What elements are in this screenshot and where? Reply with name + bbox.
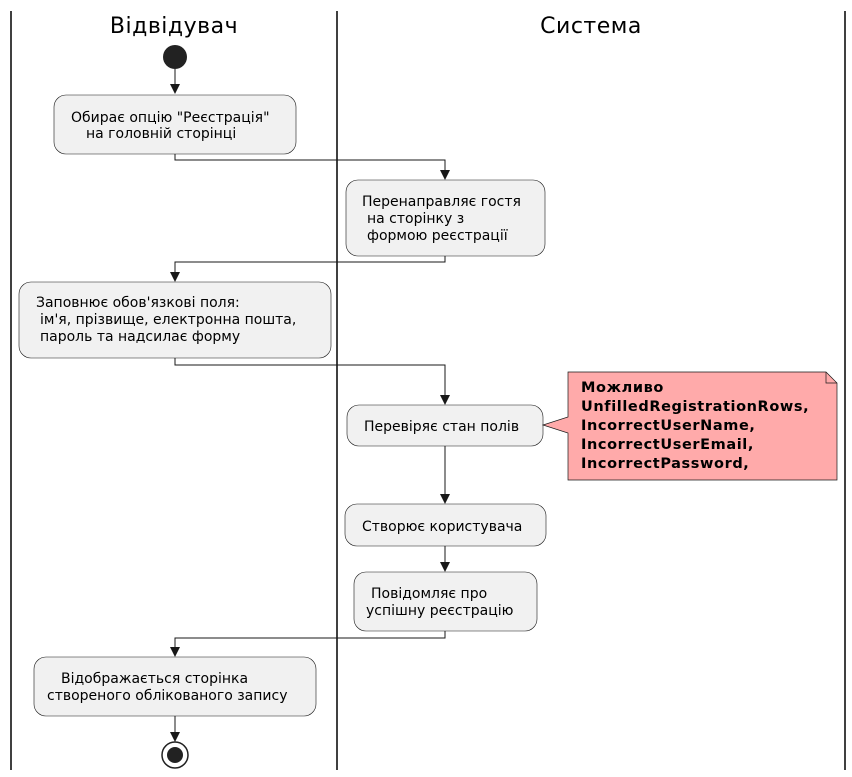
- activity-create-user: Створює користувача: [344, 503, 547, 547]
- lane-title-system: Система: [540, 14, 642, 39]
- activity-check-fields: Перевіряє стан полів: [346, 404, 544, 447]
- error-note-text: Можливо UnfilledRegistrationRows, Incorr…: [581, 380, 815, 472]
- flow-connectors: [170, 69, 450, 742]
- activity-fill-form-text: Заповнює обов'язкові поля: ім'я, прізвищ…: [36, 295, 301, 345]
- activity-choose-registration: Обирає опцію "Реєстрація" на головній ст…: [53, 94, 297, 155]
- activity-choose-registration-text: Обирає опцію "Реєстрація" на головній ст…: [71, 110, 274, 142]
- activity-redirect-guest: Перенаправляє гостя на сторінку з формою…: [345, 179, 546, 257]
- activity-redirect-guest-text: Перенаправляє гостя на сторінку з формою…: [362, 194, 525, 244]
- activity-check-fields-text: Перевіряє стан полів: [364, 419, 519, 435]
- start-node: [163, 45, 187, 69]
- activity-fill-form: Заповнює обов'язкові поля: ім'я, прізвищ…: [18, 281, 332, 359]
- activity-notify-success-text: Повідомляє про успішну реєстрацію: [366, 586, 514, 619]
- activity-show-account-page: Відображається сторінка створеного облік…: [33, 656, 317, 717]
- activity-notify-success: Повідомляє про успішну реєстрацію: [353, 571, 538, 632]
- activity-show-account-page-text: Відображається сторінка створеного облік…: [47, 671, 288, 704]
- lane-title-visitor: Відвідувач: [110, 14, 238, 39]
- error-note: Можливо UnfilledRegistrationRows, Incorr…: [541, 371, 838, 481]
- activity-create-user-text: Створює користувача: [362, 519, 522, 535]
- end-node: [161, 741, 189, 769]
